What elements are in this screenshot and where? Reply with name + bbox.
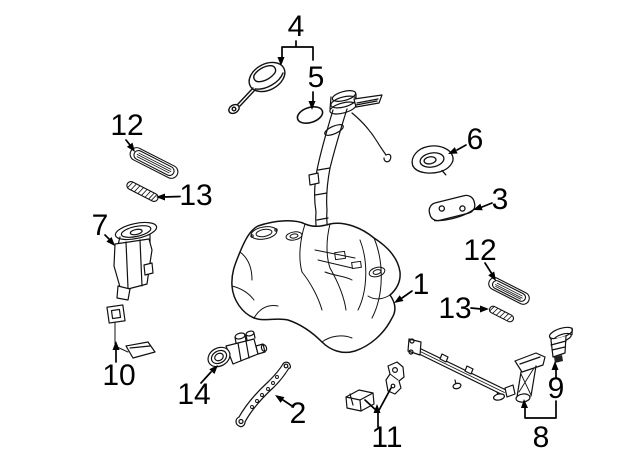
crossmember-rail-art — [407, 338, 546, 403]
valve-unit-art — [207, 330, 268, 368]
callout-2-label: 2 — [289, 397, 307, 430]
callout-1-leader — [394, 290, 413, 303]
callout-4-label: 4 — [287, 10, 305, 43]
pad-strip-13-left-art — [126, 181, 159, 202]
callout-8-label: 8 — [532, 421, 550, 454]
callout-3-label: 3 — [491, 183, 509, 216]
callout-13-left-label: 13 — [179, 179, 213, 212]
callout-5-leader — [308, 91, 316, 110]
callout-13-right-label: 13 — [438, 292, 472, 325]
fuel-tank-art — [231, 220, 401, 354]
fuel-pump-art — [113, 221, 158, 301]
o-ring-art — [296, 106, 324, 124]
callout-7-leader — [104, 234, 115, 246]
callout-10-label: 10 — [102, 359, 136, 392]
part-11-art — [345, 361, 405, 412]
seal-grommet-art — [411, 145, 454, 176]
callout-5-label: 5 — [307, 61, 325, 94]
callout-4-leader — [277, 40, 314, 66]
callout-13-left-leader — [156, 193, 181, 201]
callout-3-leader — [473, 202, 493, 211]
callout-11-label: 11 — [371, 421, 403, 454]
callout-8-9-bracket — [521, 399, 557, 419]
callout-12-right-leader — [484, 262, 496, 281]
callout-12-right-label: 12 — [463, 234, 497, 267]
callout-12-left-label: 12 — [110, 109, 144, 142]
callout-14-leader — [200, 365, 218, 384]
callout-6-leader — [448, 144, 467, 154]
callout-6-label: 6 — [466, 123, 484, 156]
callout-14-label: 14 — [177, 378, 211, 411]
pad-strip-12-left-art — [129, 147, 179, 179]
mount-cap-art — [548, 326, 574, 363]
callout-9-label: 9 — [547, 372, 565, 405]
callout-2-leader — [275, 395, 293, 407]
strap-art — [235, 361, 292, 428]
callout-11-leader — [364, 387, 392, 428]
fuel-cap-art — [228, 61, 286, 115]
mount-plate-art — [428, 194, 476, 222]
level-sensor-art — [106, 304, 156, 359]
pad-strip-12-right-art — [488, 277, 530, 305]
callout-13-right-leader — [470, 305, 489, 313]
callout-1-label: 1 — [412, 268, 430, 301]
callout-12-left-leader — [125, 139, 135, 152]
callout-9-leader — [551, 361, 559, 379]
filler-neck-art — [308, 90, 392, 244]
pad-strip-13-right-art — [488, 305, 515, 323]
callout-7-label: 7 — [91, 209, 109, 242]
callout-10-leader — [112, 341, 120, 363]
